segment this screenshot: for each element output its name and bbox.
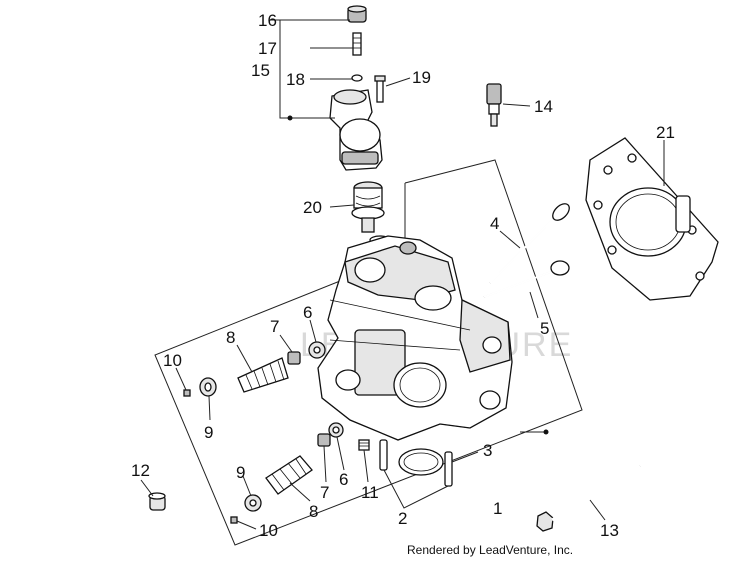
valve-spring-8-lower bbox=[265, 455, 313, 495]
leader-12 bbox=[140, 479, 154, 497]
callout-5: 5 bbox=[540, 319, 549, 338]
callout-17: 17 bbox=[258, 39, 277, 58]
callout-4: 4 bbox=[490, 214, 499, 233]
leader-14 bbox=[502, 103, 531, 107]
valve-seal-6-upper bbox=[308, 341, 326, 359]
leader-dot-15 bbox=[287, 115, 293, 121]
callout-2: 2 bbox=[398, 509, 407, 528]
callout-12: 12 bbox=[131, 461, 150, 480]
bleed-screw-17 bbox=[352, 32, 362, 56]
valve-4 bbox=[489, 203, 570, 284]
leader-4 bbox=[499, 230, 521, 249]
leader-10-lower bbox=[236, 520, 257, 530]
plug-12 bbox=[148, 492, 166, 511]
callout-3: 3 bbox=[483, 441, 492, 460]
callout-7-lower: 7 bbox=[320, 483, 329, 502]
valve-keeper-10-lower bbox=[230, 516, 238, 524]
leader-6-lower bbox=[336, 436, 345, 471]
thermostat-housing bbox=[329, 89, 383, 171]
callout-8-lower: 8 bbox=[309, 502, 318, 521]
callout-20: 20 bbox=[303, 198, 322, 217]
callout-6-upper: 6 bbox=[303, 303, 312, 322]
leader-10-upper bbox=[175, 367, 187, 391]
head-bolt-13 bbox=[536, 464, 641, 532]
leader-20 bbox=[329, 204, 355, 208]
callout-11: 11 bbox=[361, 483, 379, 502]
dowel-pin-2b bbox=[444, 451, 453, 487]
dowel-pin-2a bbox=[379, 439, 388, 471]
leader-3 bbox=[451, 451, 479, 463]
o-ring-3 bbox=[398, 448, 444, 476]
leader-11 bbox=[363, 449, 369, 483]
callout-18: 18 bbox=[286, 70, 305, 89]
valve-spring-8-upper bbox=[237, 357, 289, 393]
callout-6-lower: 6 bbox=[339, 470, 348, 489]
temperature-sensor-14 bbox=[486, 83, 502, 127]
leader-9-lower bbox=[242, 475, 252, 497]
spring-retainer-9-upper bbox=[199, 377, 217, 397]
callout-16: 16 bbox=[258, 11, 277, 30]
spring-seat-7-upper bbox=[287, 351, 301, 365]
small-spring-11 bbox=[358, 439, 370, 451]
callout-9-lower: 9 bbox=[236, 463, 245, 482]
callout-21: 21 bbox=[656, 123, 675, 142]
spring-retainer-9-lower bbox=[244, 494, 262, 512]
callout-10-upper: 10 bbox=[163, 351, 182, 370]
leader-5 bbox=[529, 291, 539, 319]
cap-16 bbox=[347, 5, 367, 23]
leader-dot-block bbox=[543, 429, 549, 435]
thermostat-20 bbox=[351, 181, 391, 245]
render-credit: Rendered by LeadVenture, Inc. bbox=[407, 543, 573, 557]
valve-5 bbox=[483, 260, 570, 298]
spring-seat-7-lower bbox=[317, 433, 331, 447]
leader-8-lower bbox=[289, 482, 311, 502]
callout-7-upper: 7 bbox=[270, 317, 279, 336]
leader-8-upper bbox=[236, 344, 253, 373]
callout-13: 13 bbox=[600, 521, 619, 540]
cylinder-head-block bbox=[317, 235, 513, 441]
valve-keeper-10-upper bbox=[183, 389, 191, 397]
leader-9-upper bbox=[208, 395, 211, 421]
leader-7-upper bbox=[279, 334, 293, 353]
callout-9-upper: 9 bbox=[204, 423, 213, 442]
callout-19: 19 bbox=[412, 68, 431, 87]
washer-18 bbox=[351, 74, 363, 82]
valve-seal-6-lower bbox=[328, 422, 344, 438]
head-gasket bbox=[585, 137, 719, 301]
bolt-19 bbox=[374, 75, 386, 103]
callout-14: 14 bbox=[534, 97, 553, 116]
callout-8-upper: 8 bbox=[226, 328, 235, 347]
callout-15: 15 bbox=[251, 61, 270, 80]
leader-7-lower bbox=[323, 445, 327, 483]
leader-6-upper bbox=[309, 319, 317, 343]
callout-10-lower: 10 bbox=[259, 521, 278, 540]
leader-19 bbox=[385, 77, 411, 87]
bracket-15 bbox=[279, 19, 290, 119]
callout-1: 1 bbox=[493, 499, 502, 518]
leader-13 bbox=[589, 499, 606, 521]
leader-2 bbox=[383, 469, 449, 509]
